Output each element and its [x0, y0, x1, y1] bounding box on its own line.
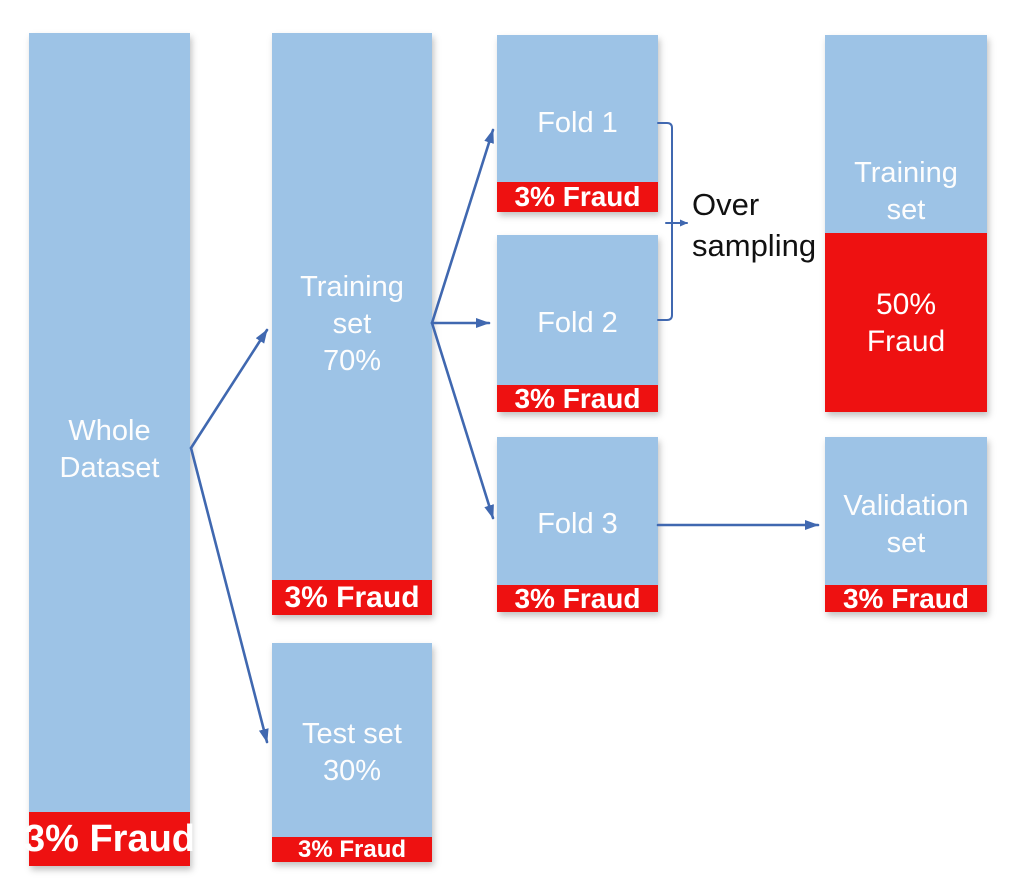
fold-2-label: Fold 2: [537, 307, 618, 339]
training-set-label: Training set 70%: [300, 270, 404, 377]
validation-set-box: Validation set 3% Fraud: [825, 437, 987, 614]
arrow-whole-to-test: [189, 446, 269, 744]
validation-set-fraud-label: 3% Fraud: [842, 582, 970, 614]
arrow-training-to-fold3: [430, 321, 495, 520]
training-set-fraud-label: 3% Fraud: [284, 580, 420, 614]
validation-set-fraud-strip: 3% Fraud: [825, 582, 987, 614]
test-set-fraud-strip: 3% Fraud: [272, 835, 432, 863]
fold-2-fraud-strip: 3% Fraud: [497, 382, 658, 414]
fold-2-box: Fold 2 3% Fraud: [497, 235, 658, 414]
oversampling-annotation: Over sampling: [692, 187, 817, 263]
training-set-box: Training set 70% 3% Fraud: [272, 33, 432, 615]
whole-dataset-fraud-label: 3% Fraud: [23, 817, 196, 860]
oversampled-training-set-label: Training set: [854, 157, 958, 226]
whole-dataset-fraud-strip: 3% Fraud: [24, 812, 195, 866]
oversampled-training-set-fraud-label: 50% Fraud: [866, 287, 946, 358]
fold-2-fraud-label: 3% Fraud: [514, 382, 641, 414]
fold-1-box: Fold 1 3% Fraud: [497, 35, 658, 212]
whole-dataset-box: Whole Dataset 3% Fraud: [24, 33, 195, 866]
fold-3-label: Fold 3: [537, 508, 618, 540]
whole-dataset-label: Whole Dataset: [59, 414, 160, 484]
arrow-whole-to-training: [189, 328, 269, 450]
fold-1-fraud-strip: 3% Fraud: [497, 181, 658, 212]
fold-3-fraud-strip: 3% Fraud: [497, 582, 658, 614]
oversampled-training-set-fraud-section: 50% Fraud: [825, 233, 987, 412]
arrow-training-to-fold1: [430, 128, 495, 325]
oversampled-training-set-box: Training set 50% Fraud: [825, 35, 987, 412]
fold-3-fraud-label: 3% Fraud: [514, 582, 641, 614]
oversampling-bracket: [657, 122, 673, 321]
fold-1-label: Fold 1: [537, 107, 618, 139]
validation-set-label: Validation set: [843, 489, 969, 559]
oversampled-training-set-blue-section: Training set: [825, 35, 987, 233]
fold-3-box: Fold 3 3% Fraud: [497, 437, 658, 614]
test-set-fraud-label: 3% Fraud: [297, 835, 407, 863]
training-set-fraud-strip: 3% Fraud: [272, 580, 432, 615]
test-set-box: Test set 30% 3% Fraud: [272, 643, 432, 863]
test-set-label: Test set 30%: [302, 717, 402, 787]
fold-1-fraud-label: 3% Fraud: [514, 181, 641, 212]
